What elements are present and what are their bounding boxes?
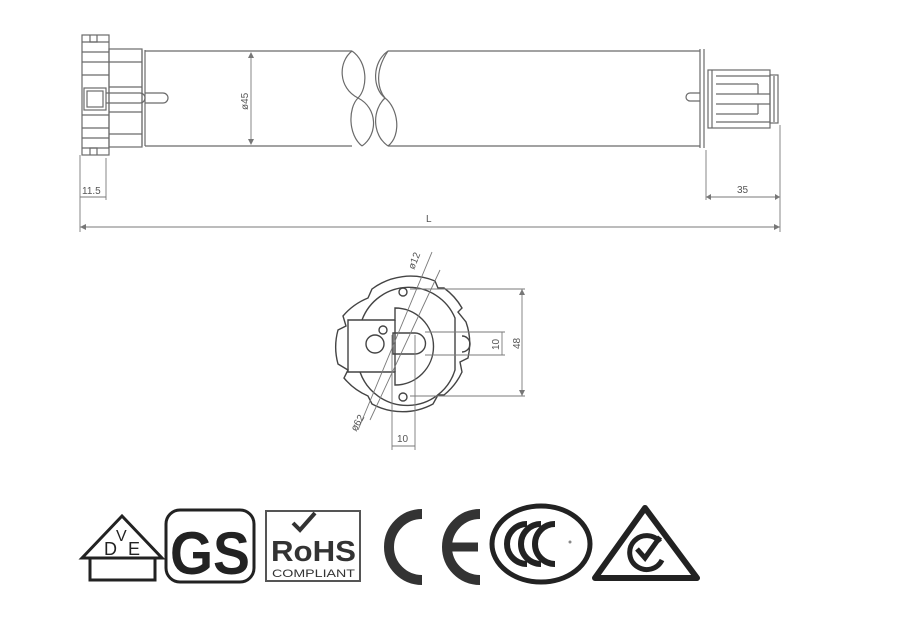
gs-logo: GS	[164, 508, 256, 587]
rohs-subtext: COMPLIANT	[272, 568, 355, 580]
slot-height-label: 10	[491, 338, 502, 350]
drive-length-label: 35	[737, 185, 749, 196]
drive-adapter	[707, 69, 779, 129]
certifications: D V E GS RoHS COMPLIANT	[78, 503, 700, 587]
hole-spacing-label: 48	[512, 337, 523, 349]
slot-width-label: 10	[397, 434, 409, 445]
vde-letter-d: D	[104, 539, 117, 559]
motor-tube-left	[145, 50, 352, 147]
dimension-head-width: 11.5	[79, 155, 107, 232]
gs-text: GS	[170, 520, 250, 587]
rohs-text: RoHS	[271, 536, 356, 568]
hole-diameter-label: ø12	[407, 251, 424, 272]
overall-length-label: L	[426, 214, 432, 225]
dimension-slot-width: 10	[391, 335, 416, 450]
dimension-tube-diameter: ø45	[240, 52, 254, 145]
rcm-logo	[592, 505, 700, 581]
motor-head	[81, 34, 169, 156]
dimension-hole-spacing: 48	[410, 288, 525, 397]
rohs-logo: RoHS COMPLIANT	[265, 510, 361, 582]
side-view: ø45 11.5 35 L	[79, 34, 781, 232]
break-symbol	[341, 50, 398, 147]
vde-letter-v: V	[116, 528, 127, 545]
head-width-label: 11.5	[82, 186, 101, 197]
vde-logo: D V E	[78, 513, 166, 582]
ce-logo	[384, 509, 481, 585]
dimension-overall-length: L	[80, 214, 780, 230]
motor-tube-right	[388, 49, 705, 148]
outer-diameter-label: ø62	[349, 413, 367, 434]
end-view: 48 10 10 ø12 ø62	[335, 251, 525, 450]
dimension-slot-height: 10	[425, 331, 505, 356]
vde-letter-e: E	[128, 539, 140, 559]
dimension-drive-length: 35	[705, 125, 781, 232]
tube-diameter-label: ø45	[240, 92, 251, 110]
ccc-logo	[489, 503, 593, 585]
